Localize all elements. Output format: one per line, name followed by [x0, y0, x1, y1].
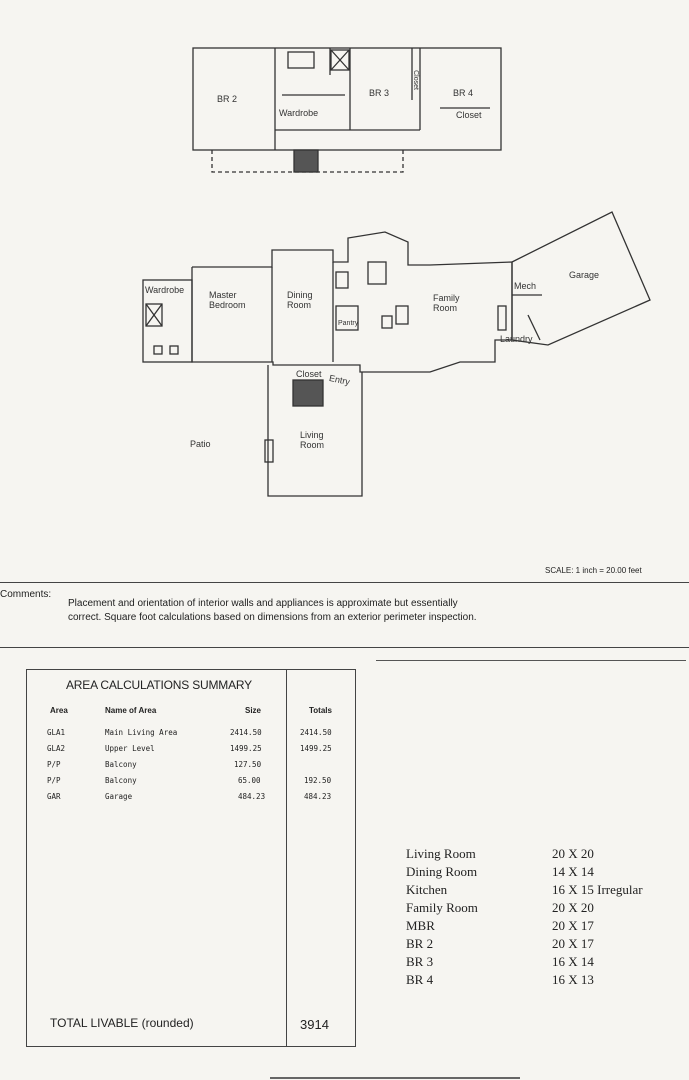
label-living-room: Living Room	[300, 430, 325, 450]
label-br3: BR 3	[369, 88, 390, 98]
header-name: Name of Area	[105, 706, 157, 715]
comments-label: Comments:	[0, 589, 52, 600]
label-pantry: Pantry	[338, 320, 359, 327]
row-name: Garage	[105, 792, 133, 801]
label-main-closet: Closet	[296, 369, 322, 379]
label-laundry: Laundry	[500, 334, 533, 344]
total-livable-value: 3914	[300, 1017, 329, 1032]
row-total: 484.23	[304, 792, 332, 801]
label-br2: BR 2	[217, 94, 238, 104]
label-upper-closet: Closet	[456, 110, 482, 120]
total-livable-label: TOTAL LIVABLE (rounded)	[50, 1016, 194, 1030]
room-name: Living Room	[406, 846, 476, 861]
room-dimension: 20 X 20	[552, 900, 594, 915]
room-dimension: 20 X 20	[552, 846, 594, 861]
label-upper-closet-vertical: Closet	[411, 70, 419, 90]
row-size: 484.23	[238, 792, 266, 801]
row-size: 2414.50	[230, 728, 262, 737]
right-divider	[376, 660, 686, 661]
area-summary-box	[26, 669, 356, 1047]
row-code: P/P	[47, 760, 61, 769]
label-master-bedroom: Master Bedroom	[209, 290, 246, 310]
row-name: Upper Level	[105, 744, 155, 753]
row-total: 192.50	[304, 776, 332, 785]
room-dimension: 16 X 13	[552, 972, 594, 987]
row-size: 1499.25	[230, 744, 262, 753]
divider-bottom	[0, 647, 689, 648]
room-dimension: 16 X 14	[552, 954, 594, 969]
row-size: 65.00	[238, 776, 261, 785]
row-total: 2414.50	[300, 728, 332, 737]
room-name: BR 2	[406, 936, 434, 951]
room-name: Family Room	[406, 900, 478, 915]
divider-top	[0, 582, 689, 583]
label-patio: Patio	[190, 439, 211, 449]
header-size: Size	[245, 706, 262, 715]
header-area: Area	[50, 706, 68, 715]
room-dimension: 16 X 15 Irregular	[552, 882, 643, 897]
room-name: BR 4	[406, 972, 434, 987]
row-code: GAR	[47, 792, 61, 801]
row-code: GLA1	[47, 728, 66, 737]
room-name: BR 3	[406, 954, 434, 969]
label-br4: BR 4	[453, 88, 474, 98]
row-name: Balcony	[105, 776, 137, 785]
room-name: MBR	[406, 918, 435, 933]
label-main-wardrobe: Wardrobe	[145, 285, 185, 295]
label-family-room: Family Room	[433, 293, 460, 313]
area-summary-divider	[286, 669, 287, 1047]
row-code: P/P	[47, 776, 61, 785]
room-dimension: 20 X 17	[552, 936, 594, 951]
label-mech: Mech	[514, 281, 537, 291]
row-size: 127.50	[234, 760, 262, 769]
row-code: GLA2	[47, 744, 66, 753]
area-summary-title: AREA CALCULATIONS SUMMARY	[66, 678, 252, 692]
room-dimension: 20 X 17	[552, 918, 594, 933]
scale-note: SCALE: 1 inch = 20.00 feet	[545, 566, 642, 575]
comments-text: Placement and orientation of interior wa…	[68, 598, 477, 623]
floor-plan-drawing	[142, 47, 651, 497]
room-name: Kitchen	[406, 882, 448, 897]
label-garage: Garage	[569, 270, 600, 280]
label-dining-room: Dining Room	[287, 290, 313, 310]
row-total: 1499.25	[300, 744, 332, 753]
room-dimension: 14 X 14	[552, 864, 594, 879]
header-totals: Totals	[309, 706, 332, 715]
bottom-rule	[270, 1077, 520, 1079]
row-name: Balcony	[105, 760, 137, 769]
room-name: Dining Room	[406, 864, 478, 879]
label-upper-wardrobe: Wardrobe	[279, 108, 319, 118]
row-name: Main Living Area	[105, 728, 178, 737]
